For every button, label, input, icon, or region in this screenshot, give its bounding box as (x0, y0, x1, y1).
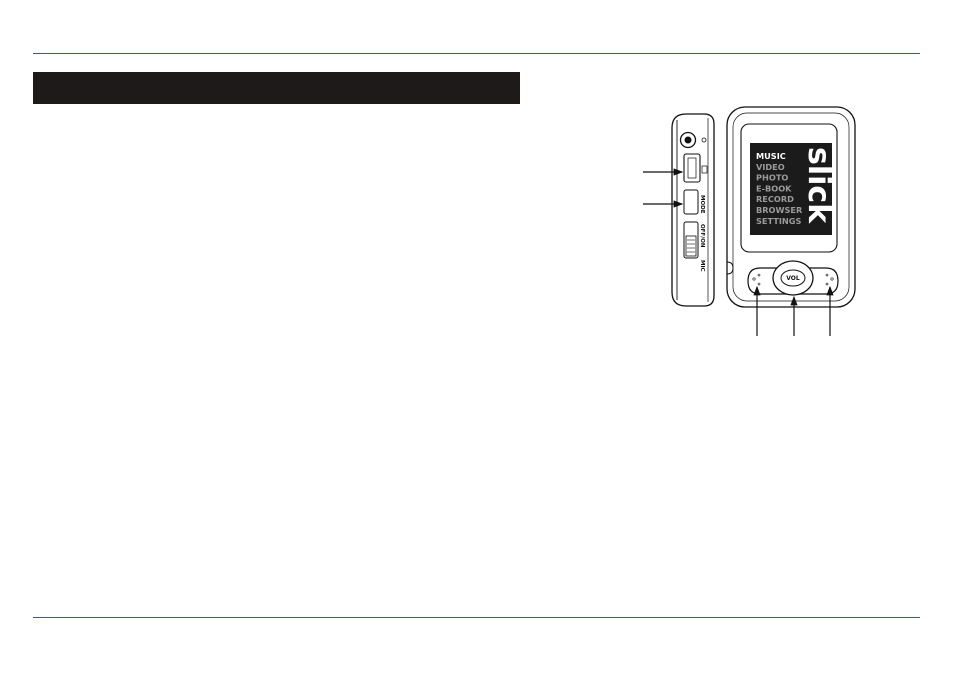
menu-item-browser: BROWSER (756, 205, 803, 215)
menu-item-e-book: E-BOOK (756, 183, 792, 193)
next-button (825, 273, 834, 286)
power-switch (683, 221, 699, 259)
brand-logo: slick (801, 147, 836, 224)
usb-port-icon (683, 153, 708, 183)
menu-item-music: MUSIC (756, 151, 786, 161)
headphone-jack-icon (679, 131, 707, 149)
previous-button (752, 273, 761, 286)
mode-label: MODE (699, 195, 705, 214)
bottom-rule (33, 617, 920, 618)
menu-item-record: RECORD (756, 194, 794, 204)
device-front-view: MUSICVIDEOPHOTOE-BOOKRECORDBROWSERSETTIN… (726, 106, 856, 336)
power-label: OFF/ON (699, 224, 705, 248)
mode-button (683, 189, 699, 215)
vol-button: VOL (772, 260, 814, 296)
menu-item-video: VIDEO (756, 162, 785, 172)
control-buttons: VOL (747, 260, 839, 296)
device-side-view: MODE OFF/ON MIC (643, 113, 715, 307)
screen-menu: MUSICVIDEOPHOTOE-BOOKRECORDBROWSERSETTIN… (756, 151, 803, 226)
section-header-bar (33, 72, 520, 104)
device-screen (750, 143, 832, 235)
menu-item-settings: SETTINGS (756, 216, 801, 226)
top-rule (33, 53, 920, 54)
mic-label: MIC (699, 260, 705, 272)
menu-item-photo: PHOTO (756, 173, 788, 183)
vol-label: VOL (786, 275, 800, 282)
